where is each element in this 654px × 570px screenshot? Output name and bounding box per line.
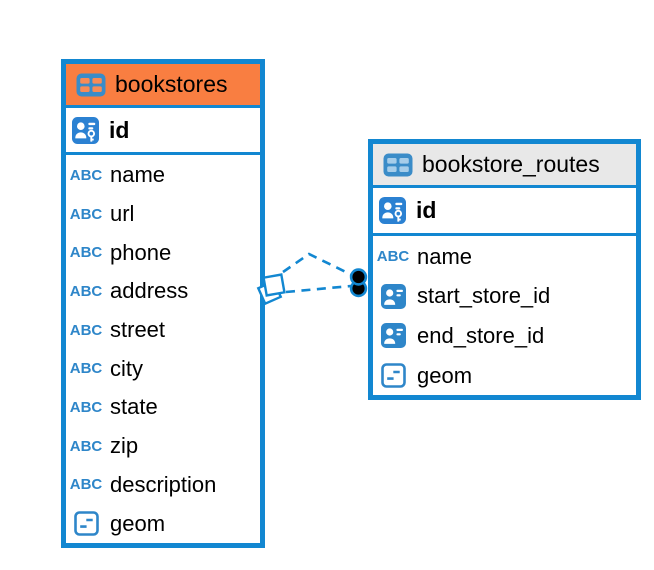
foreign-key-icon	[378, 323, 408, 349]
column-row-id[interactable]: id	[373, 188, 636, 236]
column-row-city[interactable]: ABC city	[66, 349, 260, 388]
column-row-end_store_id[interactable]: end_store_id	[373, 316, 636, 356]
text-icon: ABC	[69, 476, 103, 494]
column-row-url[interactable]: ABC url	[66, 195, 260, 234]
column-name: name	[110, 162, 166, 188]
primary-key-icon	[70, 116, 100, 144]
relationship-line	[282, 252, 353, 277]
column-row-state[interactable]: ABC state	[66, 388, 260, 427]
column-name: name	[417, 243, 473, 269]
column-row-name[interactable]: ABC name	[373, 237, 636, 277]
column-name: id	[109, 116, 130, 143]
column-name: start_store_id	[417, 283, 551, 309]
column-list: ABC name start_store_id end_store_id geom	[373, 236, 636, 395]
column-name: zip	[110, 433, 139, 459]
text-icon: ABC	[69, 360, 103, 378]
text-icon: ABC	[69, 166, 103, 184]
relationship-endpoint-square	[262, 273, 286, 297]
text-icon: ABC	[69, 398, 103, 416]
column-row-zip[interactable]: ABC zip	[66, 427, 260, 466]
column-row-description[interactable]: ABC description	[66, 466, 260, 505]
column-row-address[interactable]: ABC address	[66, 272, 260, 311]
geometry-icon	[71, 511, 101, 536]
column-row-name[interactable]: ABC name	[66, 156, 260, 195]
text-icon: ABC	[69, 244, 103, 262]
geometry-icon	[378, 363, 408, 388]
text-icon: ABC	[69, 282, 103, 300]
column-name: end_store_id	[417, 322, 545, 348]
text-icon: ABC	[69, 205, 103, 223]
column-name: state	[110, 394, 158, 420]
column-name: phone	[110, 239, 172, 265]
column-name: url	[110, 201, 135, 227]
table-title: bookstore_routes	[422, 151, 600, 177]
text-icon: ABC	[69, 321, 103, 339]
primary-key-icon	[377, 197, 407, 224]
column-name: id	[416, 197, 437, 223]
column-row-street[interactable]: ABC street	[66, 311, 260, 350]
column-row-start_store_id[interactable]: start_store_id	[373, 277, 636, 317]
column-name: city	[110, 355, 143, 381]
column-name: street	[110, 317, 166, 343]
table-title: bookstores	[115, 71, 228, 97]
column-row-phone[interactable]: ABC phone	[66, 233, 260, 272]
primary-key-row-host: id	[373, 188, 636, 236]
column-name: geom	[417, 362, 473, 388]
relationship-endpoint-dot	[349, 268, 368, 286]
table-card-bookstore-routes[interactable]: bookstore_routes id ABC name start_store_…	[368, 139, 641, 400]
foreign-key-icon	[378, 283, 408, 309]
column-row-id[interactable]: id	[66, 108, 260, 155]
table-icon	[76, 73, 106, 97]
column-row-geom[interactable]: geom	[66, 504, 260, 543]
relationship-line	[285, 284, 352, 294]
table-icon	[383, 153, 413, 177]
column-name: description	[110, 471, 217, 497]
text-icon: ABC	[376, 248, 410, 266]
table-header[interactable]: bookstores	[66, 64, 260, 108]
table-header[interactable]: bookstore_routes	[373, 144, 636, 188]
column-name: geom	[110, 510, 166, 536]
primary-key-row-host: id	[66, 108, 260, 155]
column-row-geom[interactable]: geom	[373, 356, 636, 396]
column-name: address	[110, 278, 189, 304]
text-icon: ABC	[69, 437, 103, 455]
